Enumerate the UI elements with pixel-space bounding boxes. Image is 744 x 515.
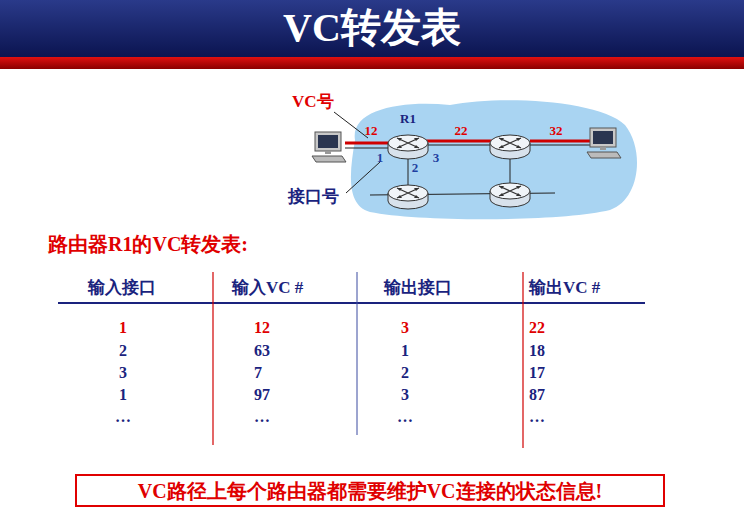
table-cell: 17 — [529, 364, 545, 382]
table-heading: 路由器R1的VC转发表: — [48, 233, 248, 255]
table-cell: 1 — [119, 319, 127, 337]
note-box: VC路径上每个路由器都需要维护VC连接的状态信息! — [75, 474, 665, 507]
table-cell: 12 — [254, 319, 270, 337]
table-rules — [58, 272, 645, 448]
interface-number: 1 — [377, 151, 384, 165]
table-cell: 87 — [529, 386, 545, 404]
table-cell: 63 — [254, 342, 270, 360]
table-cell: 3 — [401, 386, 409, 404]
vc-number: 12 — [365, 124, 378, 138]
callout-label: VC号 — [292, 93, 334, 112]
vc-path — [345, 141, 590, 143]
vc-number: 22 — [455, 124, 468, 138]
table-cell: 3 — [401, 319, 409, 337]
title-stripe — [0, 57, 744, 69]
callout-label: 接口号 — [288, 188, 339, 207]
links — [345, 145, 590, 195]
note-text: VC路径上每个路由器都需要维护VC连接的状态信息! — [138, 480, 602, 502]
table-cell: 2 — [119, 342, 127, 360]
host-computer — [587, 128, 621, 158]
column-header: 输入接口 — [88, 279, 156, 298]
column-header: 输出VC # — [529, 279, 600, 298]
table-cell: … — [529, 408, 545, 426]
table-cell: … — [115, 408, 131, 426]
table-cell: 1 — [401, 342, 409, 360]
router-name: R1 — [400, 112, 416, 126]
router — [490, 183, 530, 207]
interface-number: 2 — [412, 161, 419, 175]
table-cell: 22 — [529, 319, 545, 337]
table-cell: 1 — [119, 386, 127, 404]
table-cell: 2 — [401, 364, 409, 382]
table-cell: 18 — [529, 342, 545, 360]
table-cell: … — [254, 408, 270, 426]
column-header: 输出接口 — [384, 279, 452, 298]
table-cell: … — [397, 408, 413, 426]
table-cell: 7 — [254, 364, 262, 382]
host-computer — [312, 132, 346, 162]
table-cell: 97 — [254, 386, 270, 404]
router-r1 — [388, 135, 428, 159]
table-cell: 3 — [119, 364, 127, 382]
column-header: 输入VC # — [232, 279, 303, 298]
page-title: VC转发表 — [283, 6, 461, 50]
vc-number: 32 — [550, 124, 563, 138]
network-cloud — [351, 100, 637, 219]
router — [490, 135, 530, 159]
interface-number: 3 — [433, 151, 440, 165]
router — [388, 185, 428, 209]
leader-lines — [334, 112, 380, 193]
